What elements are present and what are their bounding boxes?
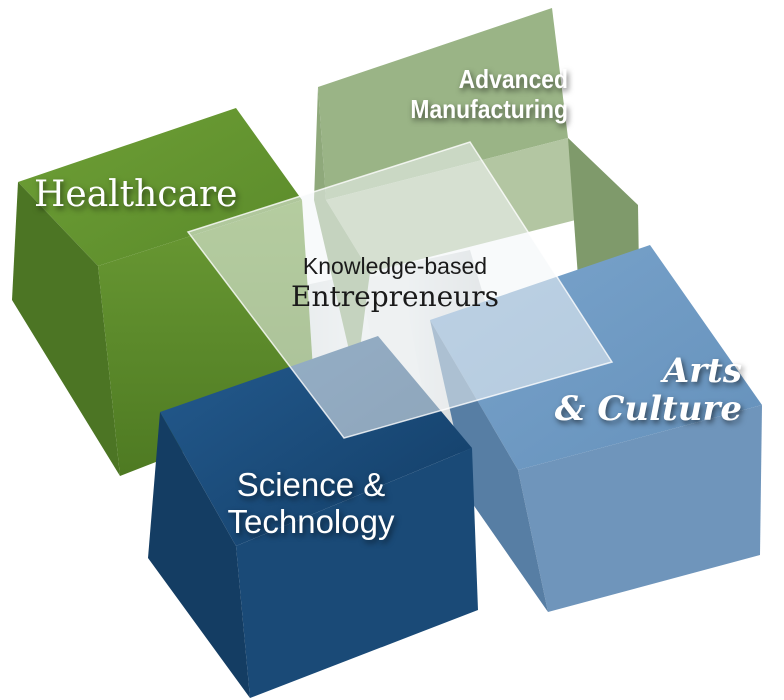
label-arts-line-1: Arts: [662, 351, 742, 391]
label-healthcare: Healthcare: [34, 174, 238, 215]
center-label-line-1: Knowledge-based: [302, 253, 488, 279]
label-science-technology: Science & Technology: [180, 466, 442, 540]
label-science-line-2: Technology: [227, 503, 395, 540]
label-science-line-1: Science &: [236, 466, 386, 503]
label-advanced-manufacturing: Advanced Manufacturing: [348, 64, 568, 124]
center-plane: [186, 141, 614, 439]
label-arts-culture: Arts & Culture: [470, 352, 742, 428]
center-label: Knowledge-based Entrepreneurs: [250, 252, 540, 314]
label-advanced-line-2: Manufacturing: [410, 94, 568, 124]
center-label-line-2: Entrepreneurs: [291, 280, 499, 313]
label-arts-line-2: & Culture: [554, 389, 742, 429]
label-advanced-line-1: Advanced: [458, 64, 568, 94]
